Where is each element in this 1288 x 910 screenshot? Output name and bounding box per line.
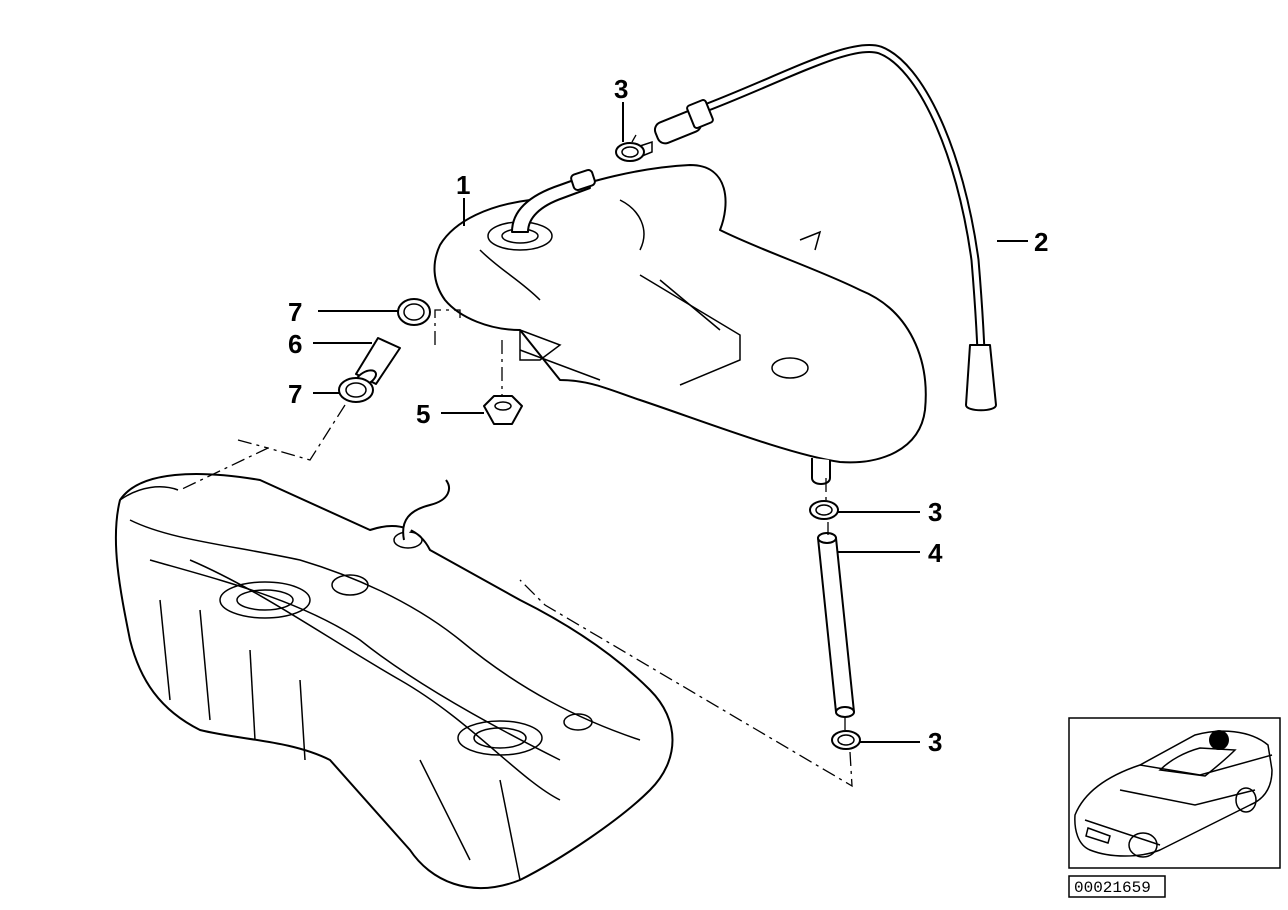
callout-2: 2 — [1034, 227, 1048, 257]
callout-3-middle: 3 — [928, 497, 942, 527]
reference-number-box: 00021659 — [1068, 875, 1166, 898]
return-hose — [653, 44, 997, 412]
callout-1: 1 — [456, 170, 470, 200]
callout-7-upper: 7 — [288, 297, 302, 327]
hose-clamp-top — [615, 140, 653, 162]
drain-hose — [809, 500, 861, 750]
hex-nut — [483, 395, 523, 425]
clamp-7-lower — [338, 377, 374, 403]
leader-lines — [313, 102, 1028, 743]
callout-6: 6 — [288, 329, 302, 359]
clamp-7-upper — [397, 298, 431, 326]
callout-5: 5 — [416, 399, 430, 429]
fuel-tank-assembly — [114, 473, 674, 889]
callout-3-bottom: 3 — [928, 727, 942, 757]
expansion-tank — [433, 164, 927, 485]
callout-3-top: 3 — [614, 74, 628, 104]
callout-7-lower: 7 — [288, 379, 302, 409]
location-marker-icon — [1209, 730, 1229, 750]
reference-number: 00021659 — [1074, 879, 1151, 897]
assembly-lines — [179, 134, 853, 788]
car-locator-inset — [1068, 717, 1281, 869]
callout-4: 4 — [928, 538, 943, 568]
